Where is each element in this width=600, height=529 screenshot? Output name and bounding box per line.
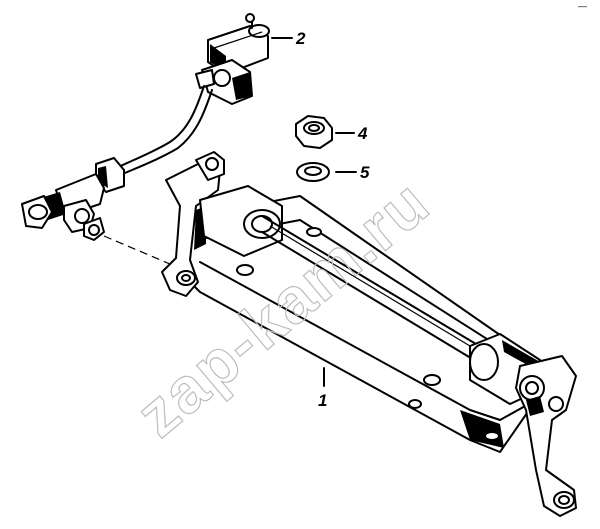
pipe-tube-edge (117, 89, 213, 177)
base-frame (179, 195, 537, 453)
callout-1: 1 (318, 391, 327, 410)
corner-mark: — (578, 1, 587, 11)
main-assembly (161, 151, 577, 517)
callout-2: 2 (295, 29, 306, 48)
pipe-tube (111, 85, 205, 171)
right-lever (515, 355, 577, 517)
elbow-fitting (195, 59, 253, 105)
hex-nut (295, 115, 333, 149)
callout-5: 5 (360, 163, 370, 182)
pipe-connector (21, 173, 105, 241)
pipe-assembly (21, 13, 270, 265)
washer (296, 162, 330, 182)
left-lever (161, 151, 225, 297)
left-cylinder-head (199, 185, 283, 257)
piston-rod (261, 215, 487, 367)
callout-4: 4 (357, 124, 368, 143)
assembly-line (103, 235, 171, 265)
callout-leaders (271, 37, 357, 387)
